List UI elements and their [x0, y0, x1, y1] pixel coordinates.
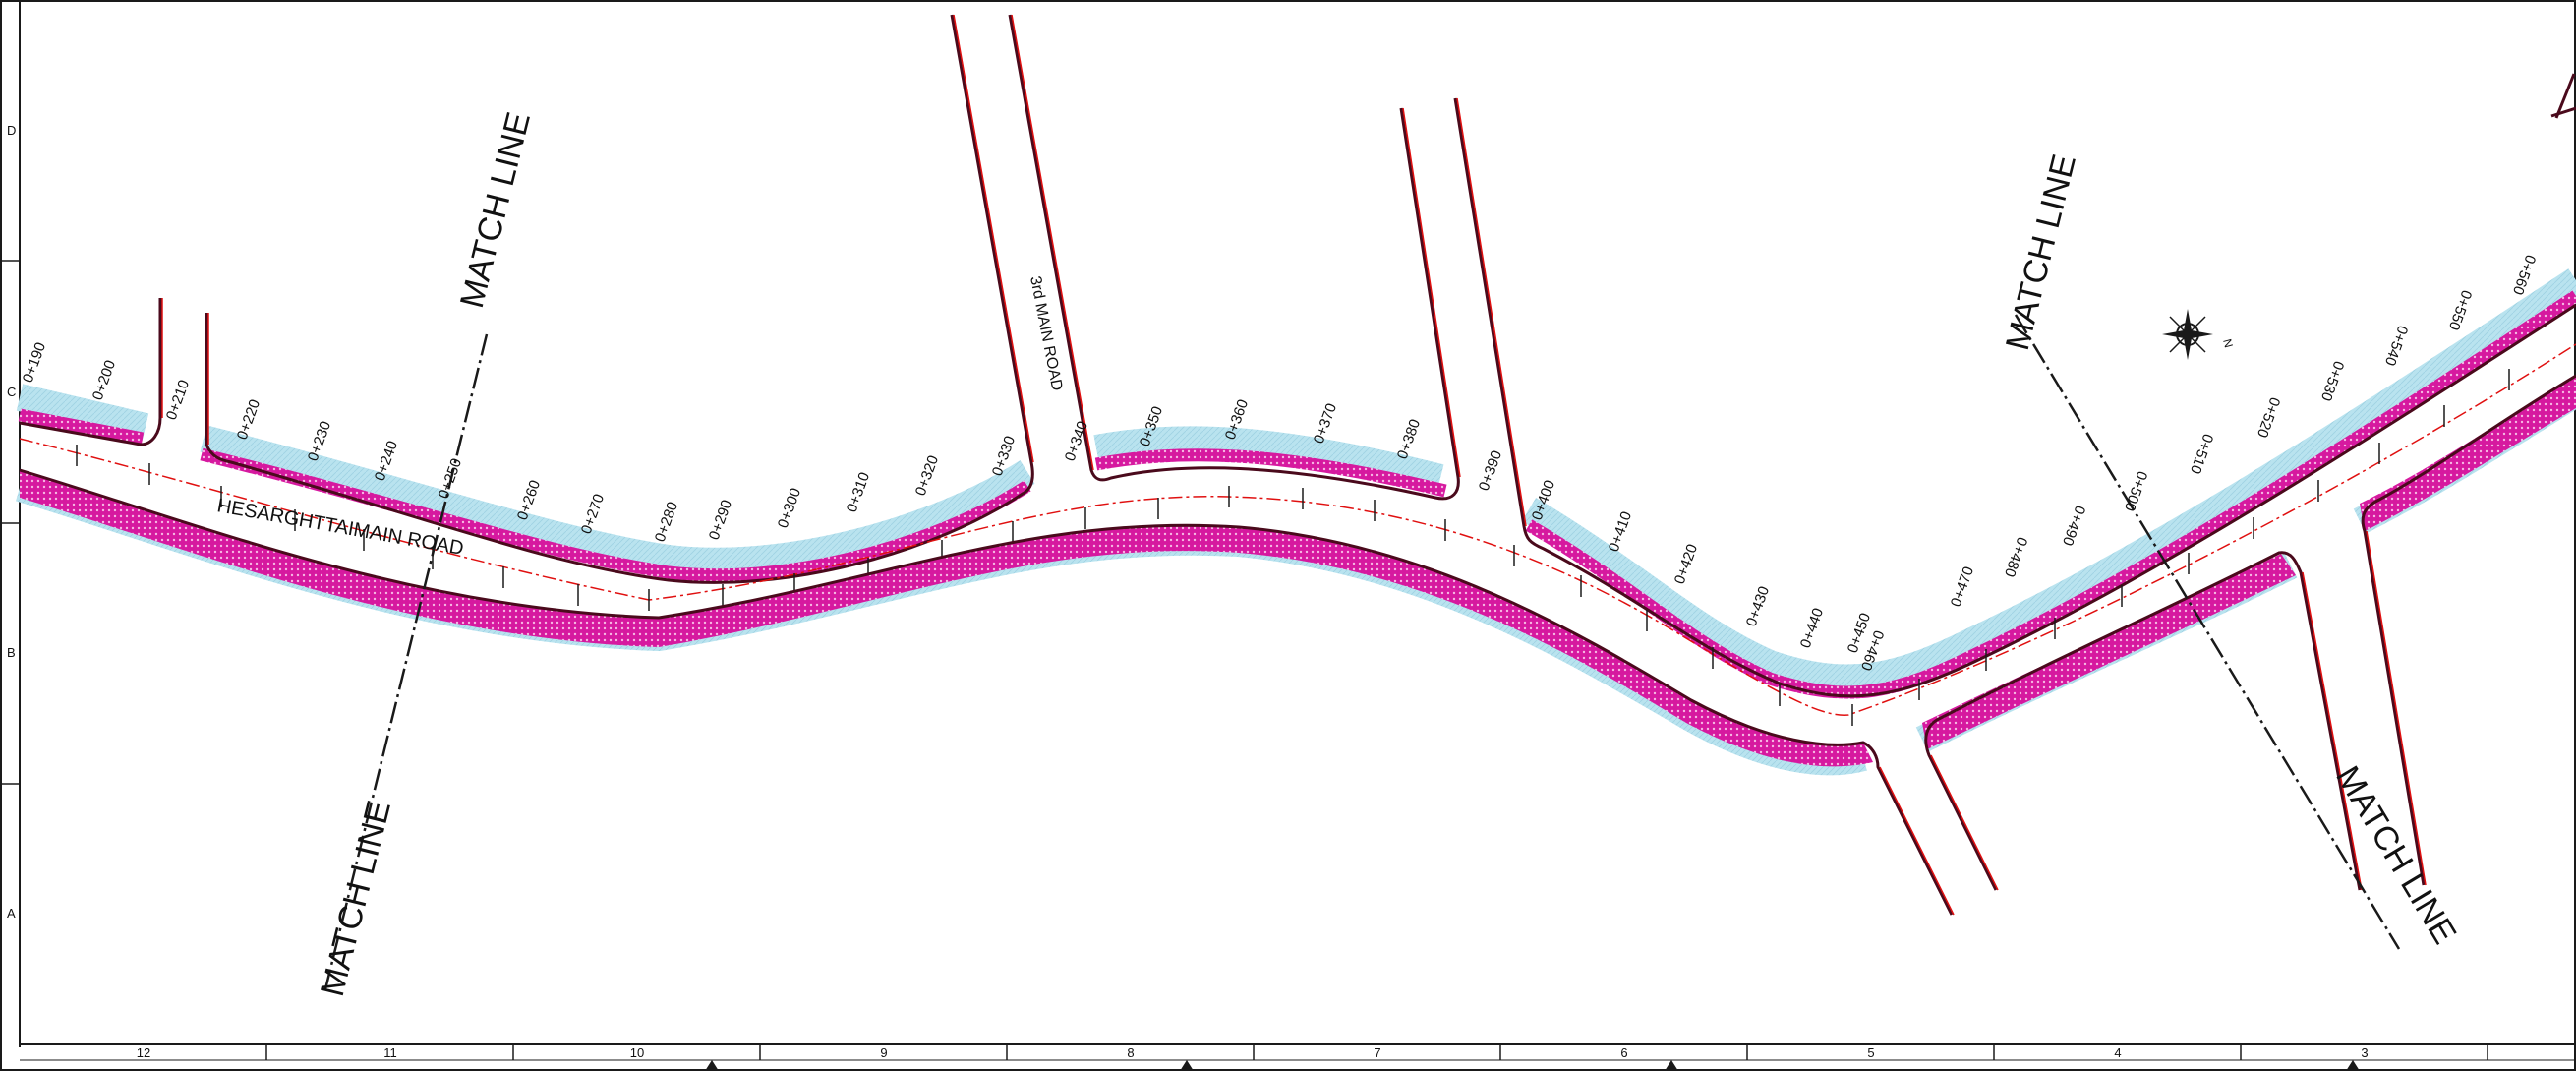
north-median: [18, 290, 2576, 699]
chainage-label: 0+560: [2509, 253, 2539, 297]
chainage-label: 0+190: [20, 340, 49, 385]
col-label-9: 9: [880, 1045, 887, 1060]
match-line-1: [322, 333, 489, 994]
col-label-8: 8: [1127, 1045, 1134, 1060]
chainage-label: 0+310: [844, 470, 873, 514]
col-label-3: 3: [2361, 1045, 2368, 1060]
chainage-label: 0+300: [775, 486, 804, 530]
row-label-a: A: [7, 906, 16, 921]
section-markers: [705, 1060, 2360, 1071]
road-centerline: [19, 343, 2576, 716]
chainage-label: 0+550: [2445, 288, 2475, 332]
chainage-label: 0+440: [1797, 606, 1827, 650]
svg-text:N: N: [2220, 337, 2236, 349]
chainage-label: 0+320: [912, 453, 942, 498]
row-label-c: C: [7, 385, 16, 399]
col-label-5: 5: [1867, 1045, 1874, 1060]
chainage-label: 0+250: [436, 456, 465, 501]
chainage-label: 0+230: [305, 419, 334, 463]
row-label-b: B: [7, 645, 16, 660]
chainage-label: 0+520: [2254, 395, 2283, 440]
match-line-label-top: MATCH LINE: [453, 108, 538, 312]
chainage-label: 0+430: [1743, 584, 1773, 628]
chainage-label: 0+390: [1476, 448, 1505, 493]
chainage-label: 0+480: [2001, 535, 2030, 579]
col-label-10: 10: [630, 1045, 644, 1060]
chainage-label: 0+290: [706, 498, 735, 542]
south-kerb-red: [1879, 530, 2427, 916]
chainage-label: 0+270: [578, 492, 608, 536]
north-kerb-red: [161, 14, 1527, 527]
column-dividers: [265, 1044, 2488, 1060]
chainage-label: 0+260: [514, 478, 544, 522]
row-label-d: D: [7, 123, 16, 138]
chainage-label: 0+530: [2317, 359, 2347, 403]
chainage-label: 0+240: [372, 439, 401, 483]
row-dividers: [0, 260, 20, 785]
match-line-label-right-top: MATCH LINE: [1999, 150, 2083, 354]
chainage-label: 0+210: [163, 378, 193, 422]
south-kerb: [19, 374, 2576, 916]
centerline-ticks: [76, 369, 2510, 726]
chainage-label: 0+490: [2059, 504, 2088, 548]
col-label-6: 6: [1620, 1045, 1627, 1060]
col-label-11: 11: [383, 1045, 397, 1060]
north-kerb: [19, 14, 2576, 698]
south-median: [20, 376, 2576, 767]
row-labels: D C B A: [7, 123, 16, 921]
chainage-label: 0+200: [89, 358, 119, 402]
north-arrow-icon: N: [2162, 309, 2236, 360]
chainage-label: 0+280: [652, 500, 681, 544]
chainage-label: 0+380: [1394, 417, 1424, 461]
chainage-label: 0+410: [1606, 509, 1635, 554]
chainage-label: 0+540: [2381, 324, 2411, 368]
chainage-label: 0+370: [1311, 401, 1340, 446]
chainage-label: 0+220: [234, 397, 263, 442]
match-line-2: [2014, 314, 2401, 950]
col-label-12: 12: [137, 1045, 150, 1060]
chainage-label: 0+510: [2187, 432, 2216, 476]
col-label-7: 7: [1374, 1045, 1380, 1060]
chainage-label: 0+470: [1948, 565, 1977, 609]
match-line-label-right-bottom: MATCH LINE: [2328, 760, 2463, 951]
north-footpath: [16, 268, 2576, 692]
corner-fragment: [2550, 73, 2576, 119]
column-labels: 12 11 10 9 8 7 6 5 4 3: [137, 1045, 2369, 1060]
match-line-label-bottom: MATCH LINE: [314, 797, 398, 1000]
col-label-4: 4: [2114, 1045, 2121, 1060]
chainage-label: 0+500: [2121, 469, 2150, 513]
chainage-label: 0+420: [1671, 542, 1701, 586]
